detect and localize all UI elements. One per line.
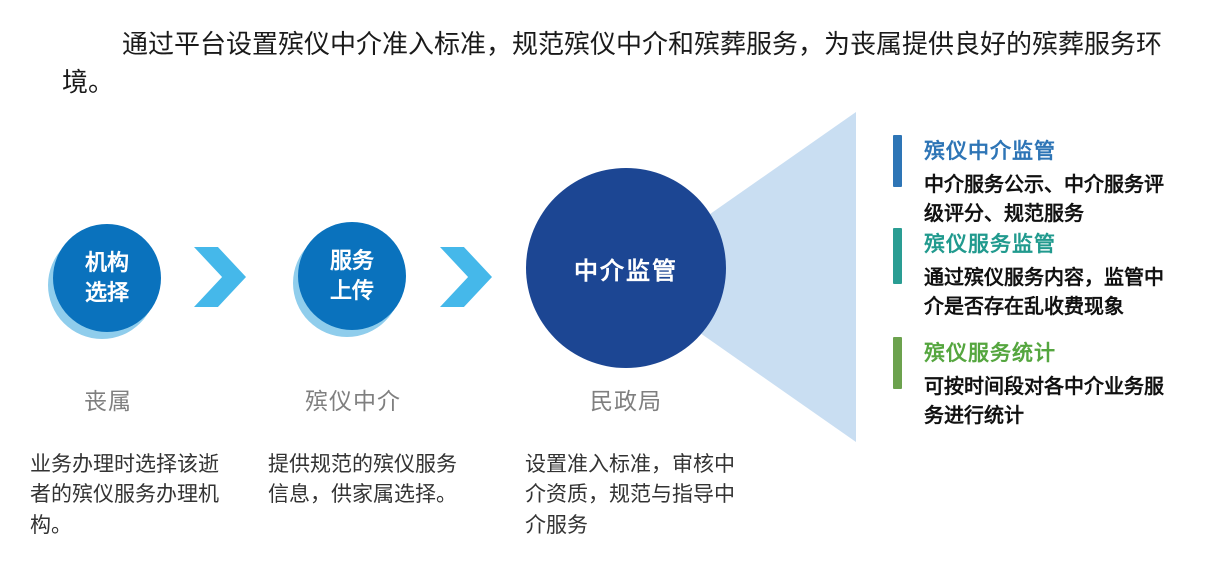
outcome-content: 殡仪中介监管 中介服务公示、中介服务评级评分、规范服务 [924, 135, 1184, 229]
main-circle-text: 中介监管 [574, 257, 678, 285]
arrow-right-icon [440, 247, 492, 307]
outcome-item-service-supervision: 殡仪服务监管 通过殡仪服务内容，监管中介是否存在乱收费现象 [893, 228, 1184, 322]
step-label-civil-affairs: 民政局 [590, 388, 662, 414]
step-circle-text-line: 服务 [329, 248, 374, 274]
outcome-body: 中介服务公示、中介服务评级评分、规范服务 [924, 174, 1164, 225]
step-description-intermediary: 提供规范的殡仪服务信息，供家属选择。 [268, 453, 457, 507]
outcome-content: 殡仪服务统计 可按时间段对各中介业务服务进行统计 [924, 337, 1184, 431]
outcome-bar [893, 135, 902, 187]
outcome-body: 通过殡仪服务内容，监管中介是否存在乱收费现象 [924, 267, 1164, 318]
outcome-bar [893, 337, 902, 389]
step-circle-institution-selection: 机构 选择 [53, 224, 161, 332]
outcome-item-service-statistics: 殡仪服务统计 可按时间段对各中介业务服务进行统计 [893, 337, 1184, 431]
outcome-content: 殡仪服务监管 通过殡仪服务内容，监管中介是否存在乱收费现象 [924, 228, 1184, 322]
step-description-family: 业务办理时选择该逝者的殡仪服务办理机构。 [30, 453, 219, 537]
step-label-intermediary: 殡仪中介 [305, 388, 401, 414]
outcome-item-intermediary-supervision: 殡仪中介监管 中介服务公示、中介服务评级评分、规范服务 [893, 135, 1184, 229]
arrow-right-icon [194, 247, 246, 307]
step-circle-text-line: 上传 [329, 278, 374, 303]
step-label-family: 丧属 [84, 388, 132, 414]
intro-paragraph: 通过平台设置殡仪中介准入标准，规范殡仪中介和殡葬服务，为丧属提供良好的殡葬服务环… [62, 29, 1163, 97]
main-circle-intermediary-supervision: 中介监管 [526, 168, 726, 368]
step-circle-text-line: 机构 [84, 250, 129, 276]
outcome-title: 殡仪服务监管 [924, 233, 1056, 256]
outcome-title: 殡仪中介监管 [924, 140, 1056, 163]
step-description-civil-affairs: 设置准入标准，审核中介资质，规范与指导中介服务 [525, 453, 735, 537]
outcome-body: 可按时间段对各中介业务服务进行统计 [924, 376, 1164, 427]
outcome-title: 殡仪服务统计 [924, 342, 1056, 365]
step-circle-service-upload: 服务 上传 [298, 222, 406, 330]
outcome-bar [893, 228, 902, 284]
step-circle-text-line: 选择 [84, 280, 129, 305]
